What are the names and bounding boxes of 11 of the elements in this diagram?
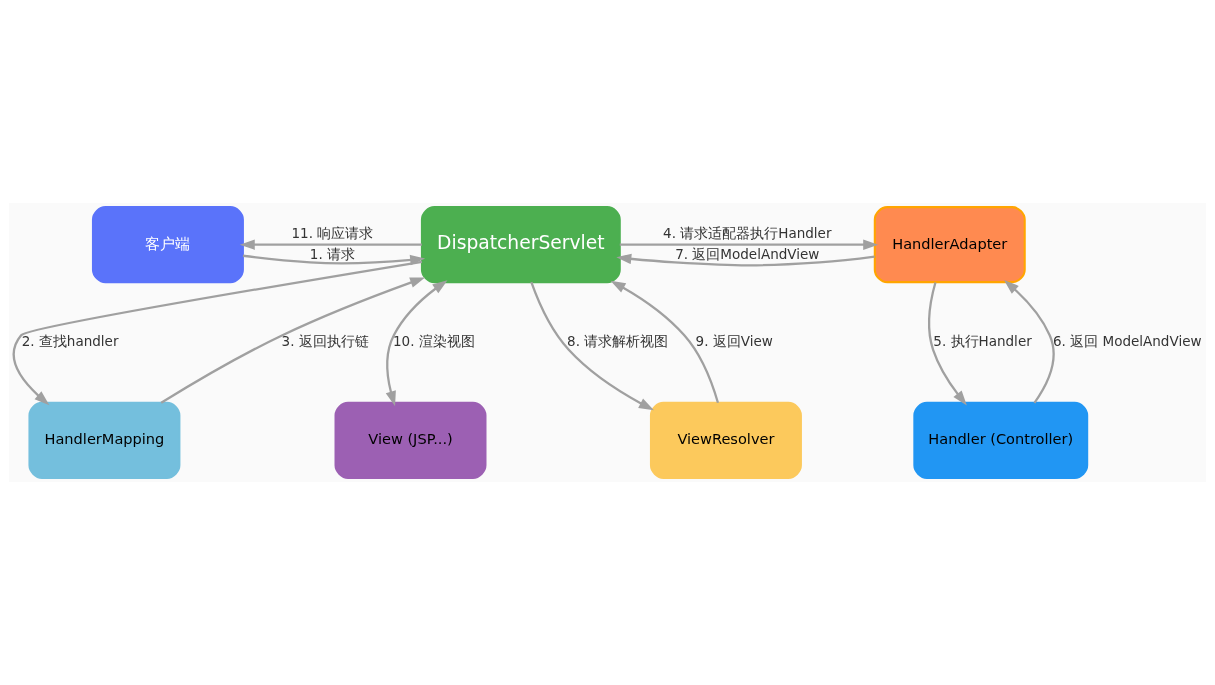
edge-label: 5. 执行Handler <box>933 333 1032 350</box>
edge-label: 8. 请求解析视图 <box>567 333 669 350</box>
edge-label: 10. 渲染视图 <box>393 333 475 350</box>
edge-label: 6. 返回 ModelAndView <box>1052 333 1202 350</box>
edge-label: 11. 响应请求 <box>291 224 374 241</box>
edge-label: 1. 请求 <box>309 245 356 262</box>
edge-label: 4. 请求适配器执行Handler <box>663 224 832 241</box>
edge-label: 3. 返回执行链 <box>281 333 369 350</box>
edge-label: 9. 返回View <box>695 333 773 350</box>
edge-label: 7. 返回ModelAndView <box>675 245 820 262</box>
edge-label: 2. 查找handler <box>21 333 119 350</box>
